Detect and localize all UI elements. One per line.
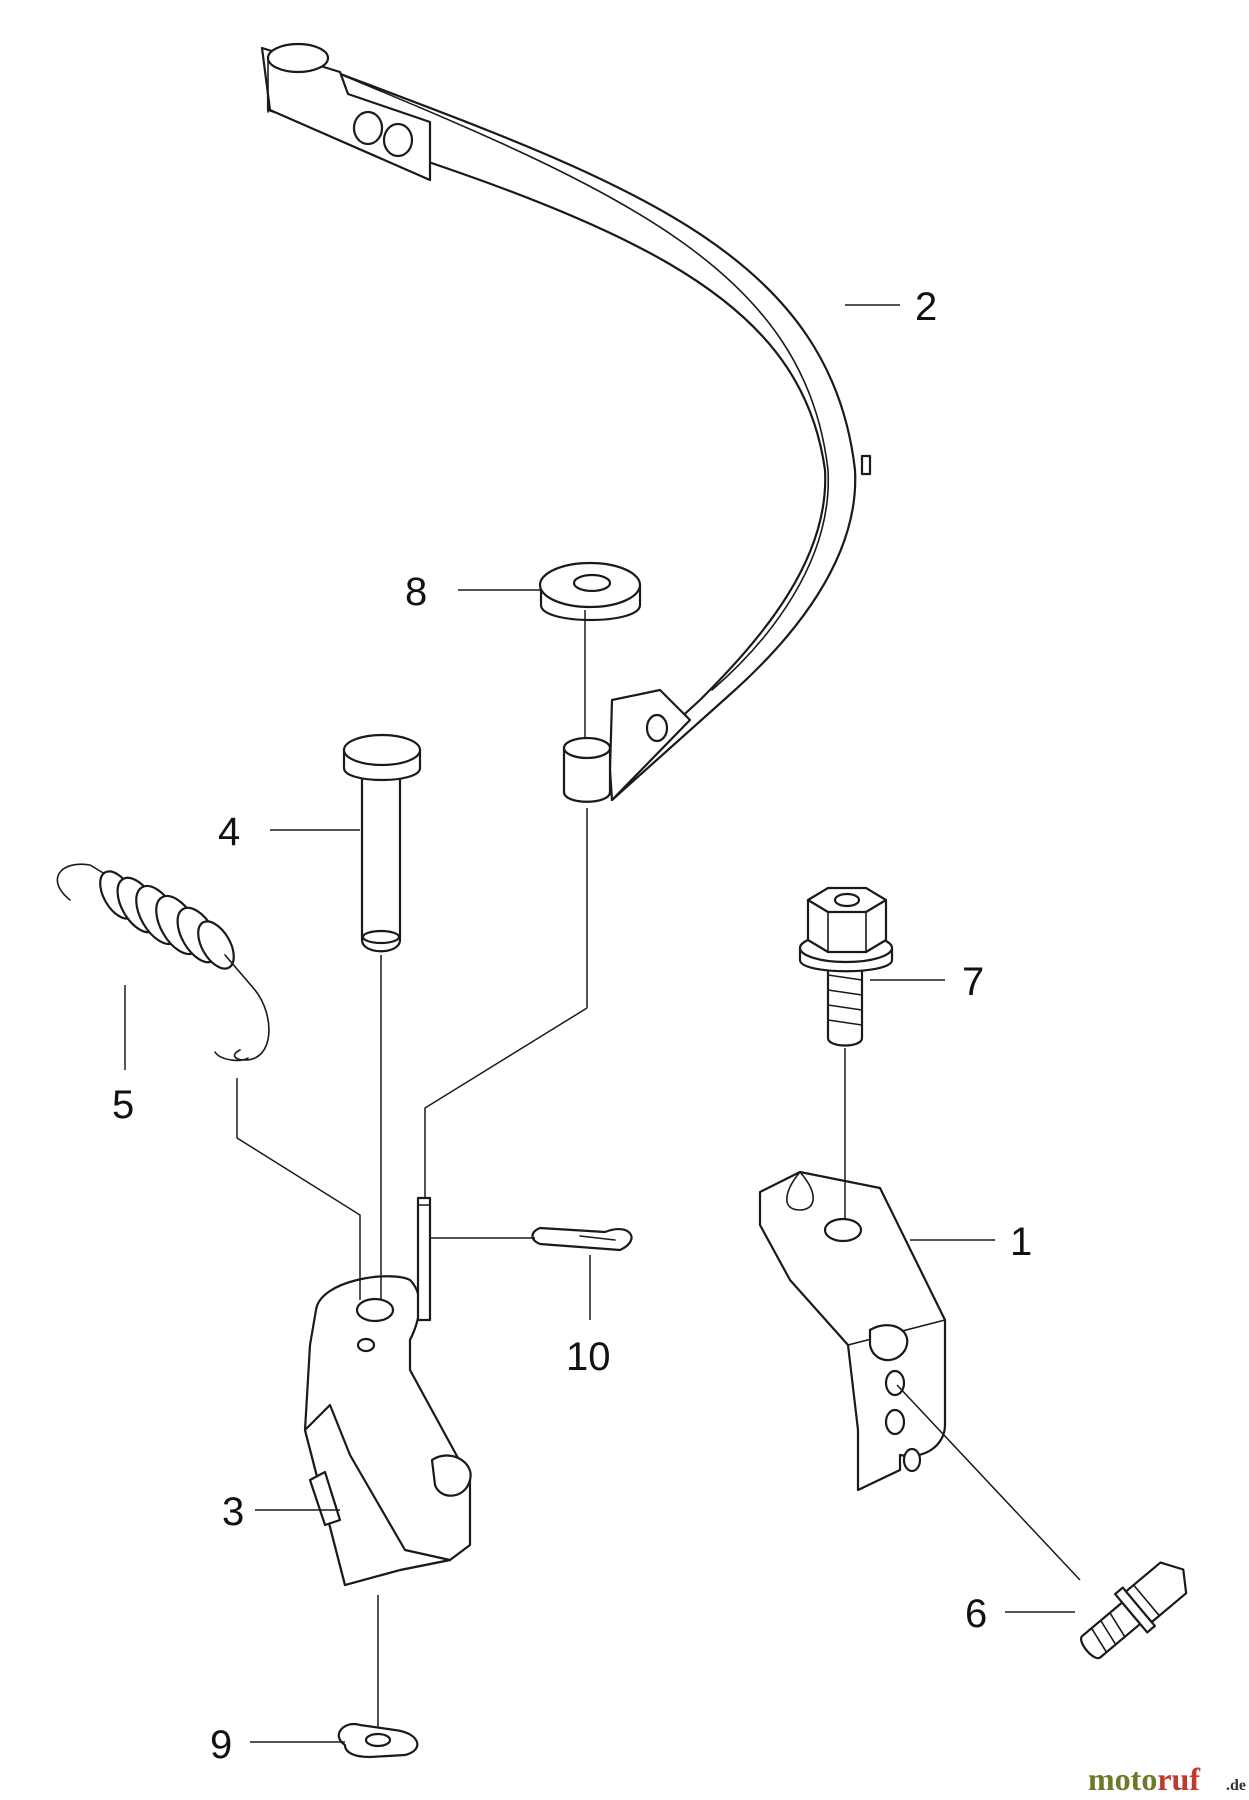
spring-part-5 bbox=[56, 863, 270, 1062]
bolt-part-6 bbox=[1080, 1561, 1188, 1660]
callout-8: 8 bbox=[405, 570, 427, 614]
callout-9: 9 bbox=[210, 1723, 232, 1767]
brake-band-part-2 bbox=[260, 42, 872, 802]
callouts: 2 8 4 7 5 1 10 3 6 9 bbox=[112, 285, 1032, 1767]
leader-lines bbox=[124, 304, 1081, 1743]
callout-10: 10 bbox=[566, 1335, 611, 1379]
lever-arm-part-3 bbox=[303, 1196, 472, 1587]
callout-7: 7 bbox=[962, 960, 984, 1004]
callout-2: 2 bbox=[915, 285, 937, 329]
cotter-pin-part-10 bbox=[531, 1226, 633, 1252]
clevis-pin-part-4 bbox=[342, 733, 422, 953]
callout-4: 4 bbox=[218, 810, 240, 854]
bushing bbox=[562, 736, 612, 803]
svg-text:motoruf: motoruf bbox=[1088, 1761, 1200, 1797]
callout-6: 6 bbox=[965, 1592, 987, 1636]
washer-part-8 bbox=[538, 561, 642, 622]
bolt-part-7 bbox=[798, 886, 894, 1047]
svg-text:.de: .de bbox=[1226, 1777, 1246, 1794]
callout-3: 3 bbox=[222, 1490, 244, 1534]
watermark-logo: motoruf .de bbox=[1088, 1761, 1246, 1797]
callout-5: 5 bbox=[112, 1083, 134, 1127]
callout-1: 1 bbox=[1010, 1220, 1032, 1264]
bracket-part-1 bbox=[758, 1170, 947, 1492]
e-clip-part-9 bbox=[337, 1722, 419, 1759]
